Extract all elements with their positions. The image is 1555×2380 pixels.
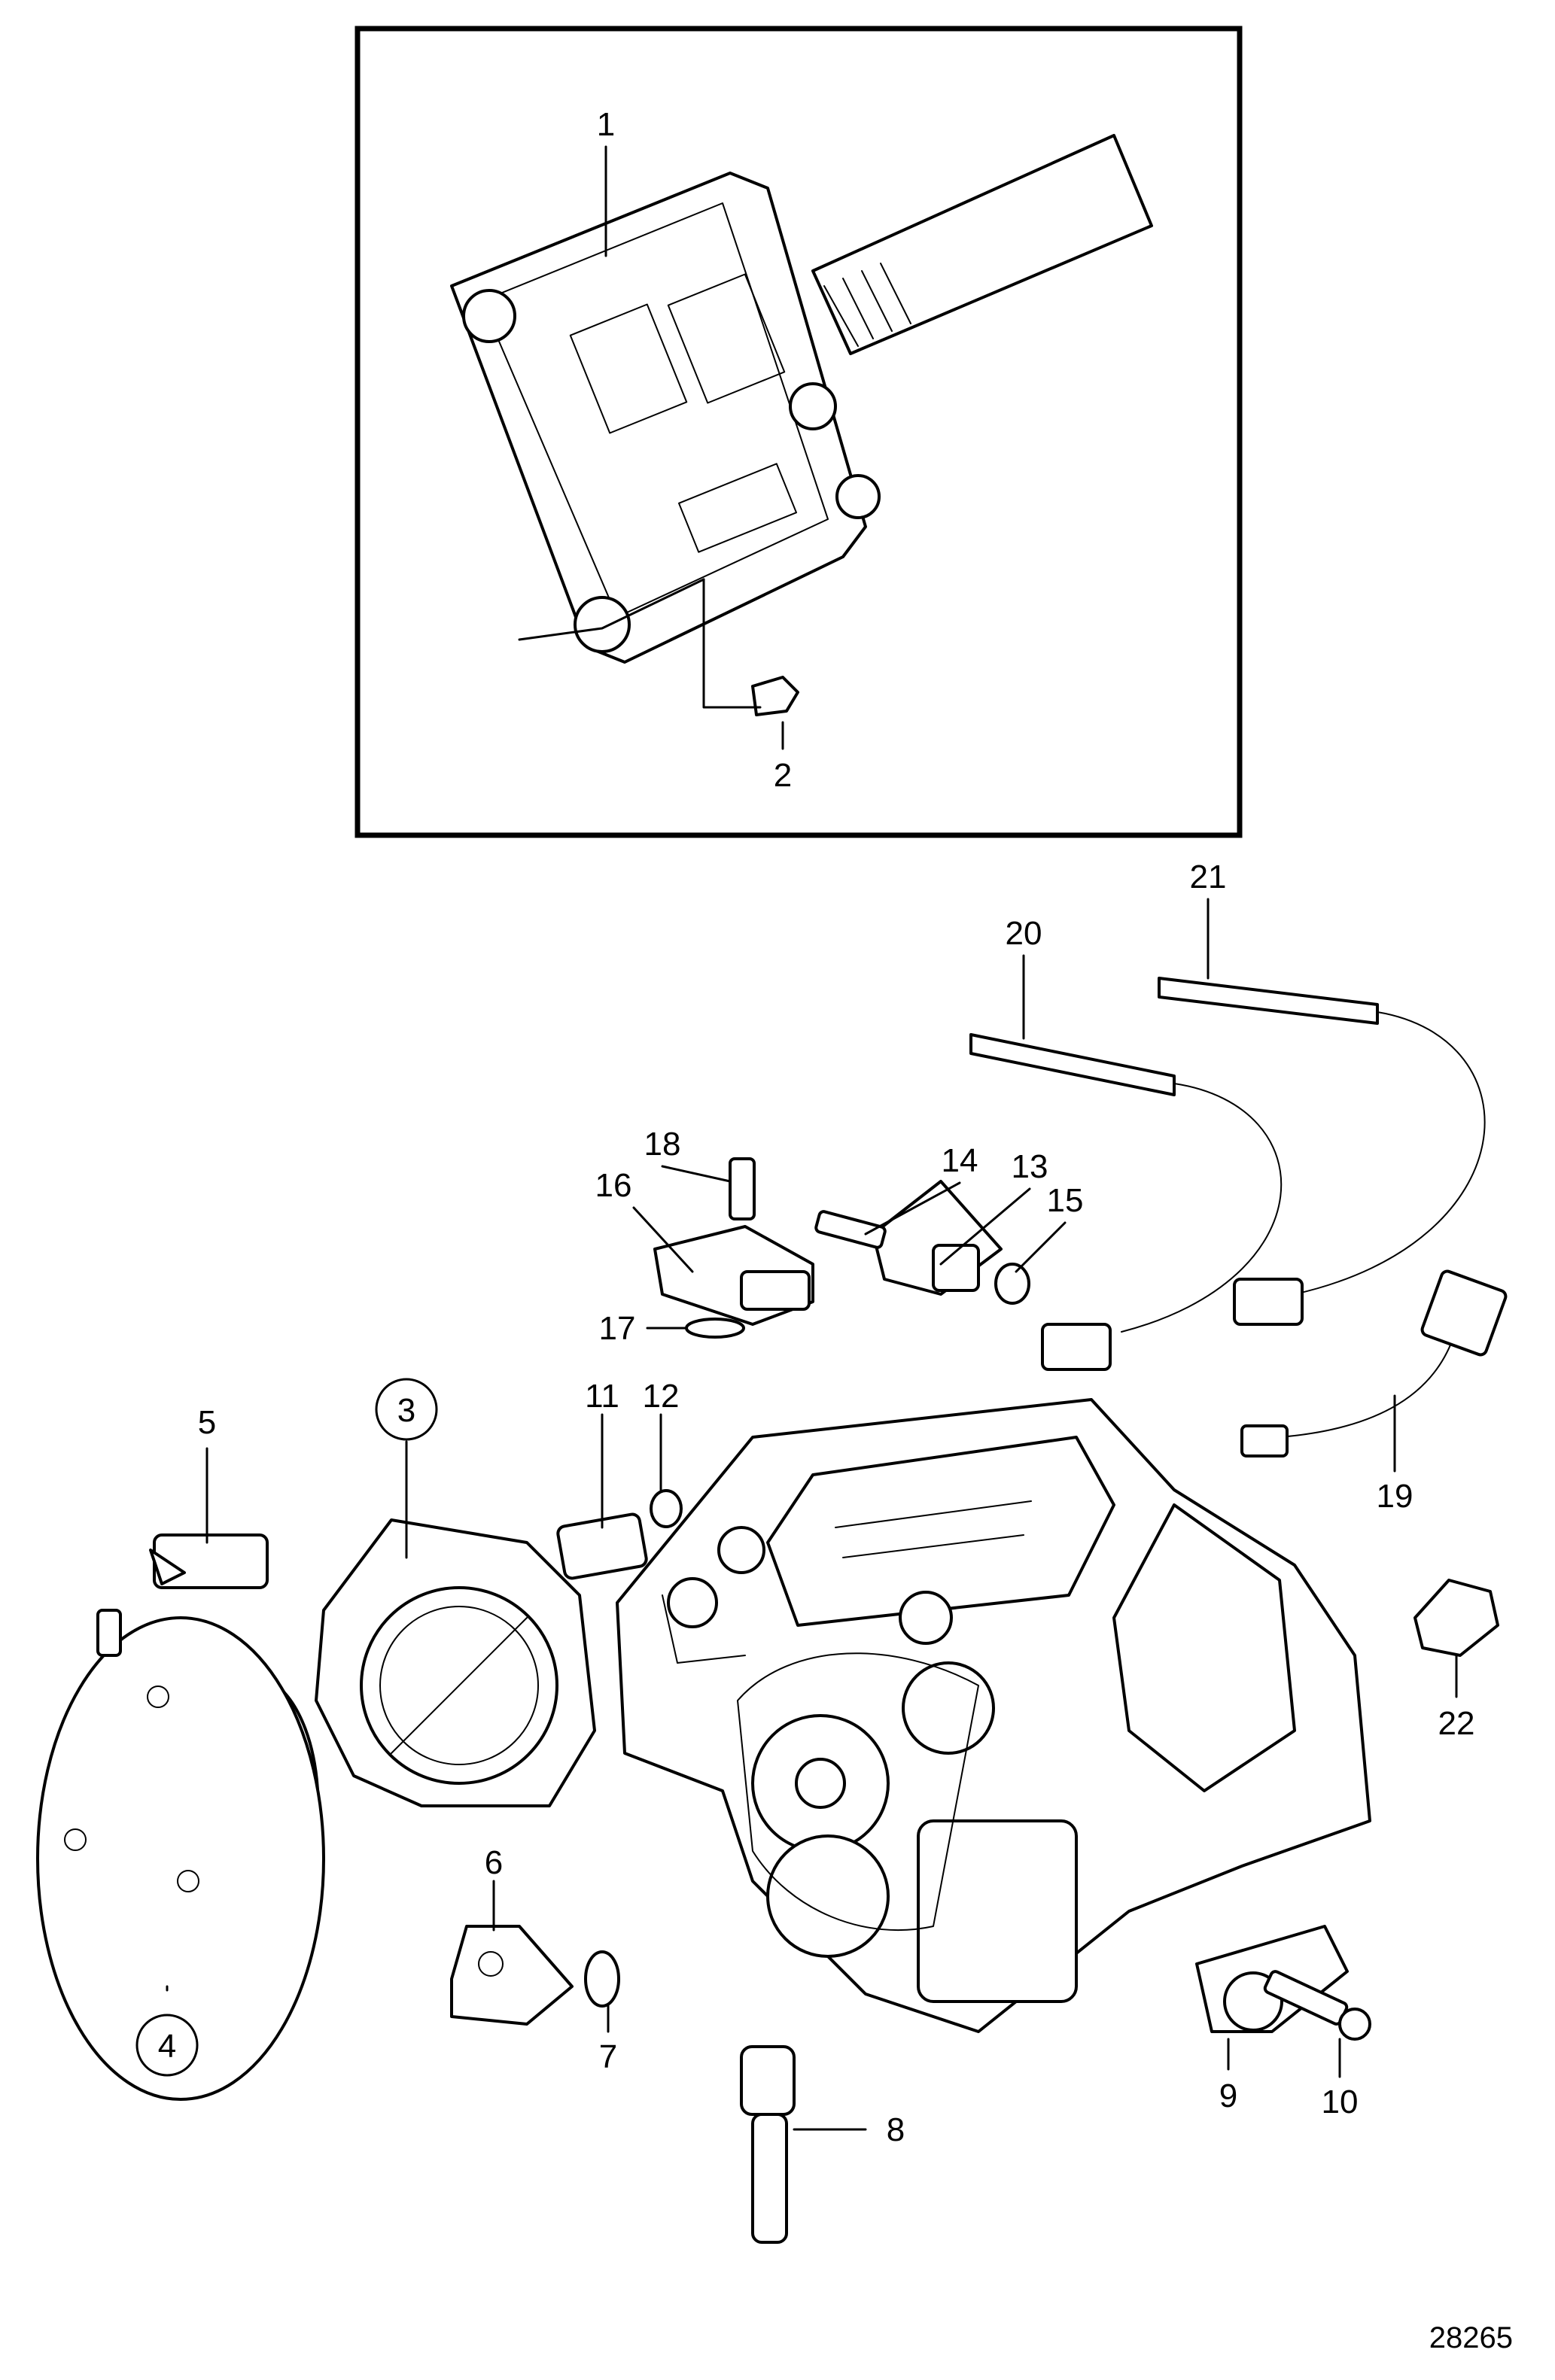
- sensor-part-6: [450, 1925, 574, 2026]
- leader-18: [661, 1165, 732, 1183]
- leader-14: [864, 1181, 961, 1236]
- callout-15: 15: [1047, 1182, 1084, 1219]
- seal-part-15: [994, 1263, 1030, 1305]
- throttle-body-part-3: [315, 1518, 596, 1807]
- sensor-part-16: [653, 1225, 814, 1326]
- inset-frame: [355, 26, 1243, 838]
- engine-assembly: [616, 1398, 1371, 2033]
- callout-18: 18: [644, 1126, 681, 1163]
- callout-22: 22: [1438, 1705, 1475, 1742]
- seal-part-7: [584, 1950, 620, 2008]
- bolt-part-10: [1263, 1970, 1371, 2041]
- oxygen-sensor-21: [1158, 977, 1486, 1326]
- callout-6: 6: [485, 1844, 503, 1881]
- callout-1: 1: [597, 106, 615, 143]
- sensor-part-13: [872, 1180, 1003, 1296]
- sensor-part-11: [556, 1512, 648, 1580]
- leader-15: [1015, 1221, 1067, 1273]
- bolt-part-14: [814, 1210, 887, 1249]
- sensor-part-5: [149, 1533, 269, 1589]
- bolt-part-18: [729, 1157, 756, 1220]
- oxygen-sensor-20: [969, 1033, 1283, 1371]
- pulley-part-4: [36, 1609, 325, 2101]
- figure-number: 28265: [1429, 2321, 1513, 2354]
- callout-8: 8: [887, 2111, 905, 2148]
- callout-17: 17: [599, 1310, 636, 1347]
- callout-9: 9: [1219, 2078, 1237, 2114]
- leader-inset-ref: [518, 578, 705, 641]
- callout-circle-4: [135, 2014, 199, 2077]
- callout-4: 4: [158, 2028, 176, 2065]
- leader-13: [939, 1187, 1031, 1266]
- callout-13: 13: [1012, 1148, 1048, 1185]
- callout-11: 11: [585, 1378, 619, 1415]
- callout-19: 19: [1377, 1478, 1413, 1515]
- callout-2: 2: [774, 757, 792, 794]
- callout-20: 20: [1006, 915, 1042, 952]
- screw-part-2: [751, 676, 799, 716]
- sensor-part-22: [1413, 1579, 1499, 1657]
- seal-part-12: [650, 1489, 683, 1528]
- callout-3: 3: [397, 1392, 415, 1429]
- callout-circle-3: [375, 1378, 438, 1441]
- leader-16: [632, 1206, 694, 1273]
- callout-21: 21: [1190, 859, 1227, 895]
- sensor-part-19: [1240, 1269, 1508, 1457]
- callout-10: 10: [1322, 2084, 1359, 2120]
- callout-7: 7: [599, 2038, 617, 2075]
- leader-2-link: [702, 578, 762, 709]
- callout-16: 16: [595, 1167, 632, 1204]
- seal-part-17: [685, 1318, 745, 1339]
- sensor-part-8: [740, 2045, 796, 2244]
- callout-12: 12: [643, 1378, 680, 1415]
- callout-5: 5: [198, 1404, 216, 1441]
- control-unit: [450, 172, 881, 664]
- callout-14: 14: [942, 1142, 978, 1179]
- connector-plug: [811, 134, 1153, 355]
